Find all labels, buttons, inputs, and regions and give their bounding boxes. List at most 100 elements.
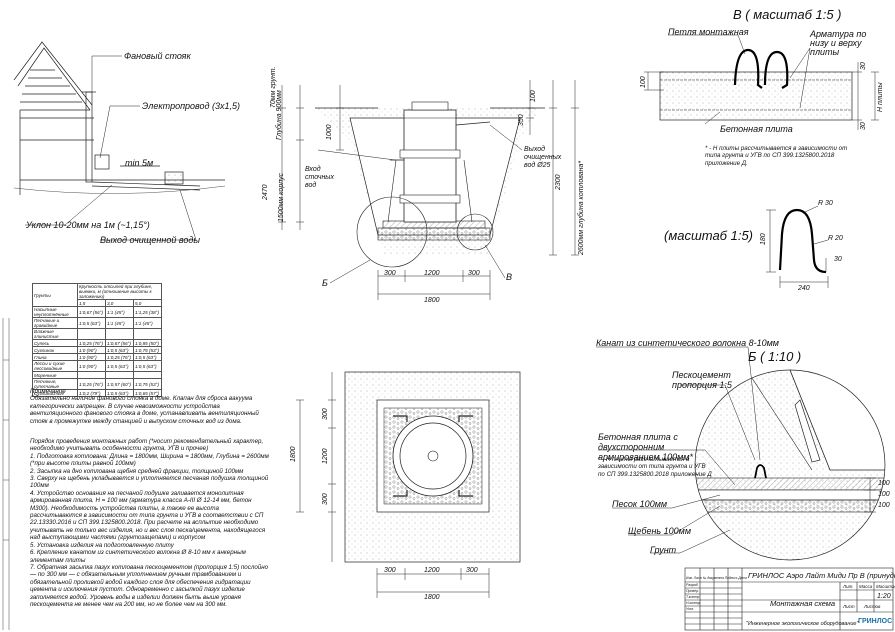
radius-30: R 30 (818, 200, 833, 207)
install-step: 3. Сверху на щебень укладывается и уплот… (30, 475, 269, 490)
plan-dim-300-a: 300 (322, 408, 329, 420)
detail-b-note: * - H плиты рассчитывается в зависимости… (598, 456, 712, 478)
detail-v-dim-100: 100 (640, 76, 647, 88)
stamp-sheets: Листов (864, 604, 881, 609)
plan-dim-1800-v: 1800 (290, 446, 297, 462)
stamp-sheet: Лист (843, 604, 855, 609)
sand-cement-label: Пескоцемент пропорция 1:5 (672, 370, 732, 390)
install-step: 7. Обратная засыпка пазух котлована песк… (30, 563, 269, 608)
rebar-label: Арматура по низу и верху плиты (810, 29, 867, 57)
dim-1000: 1000 (326, 124, 333, 140)
soil-label: Грунт (650, 545, 677, 555)
stamp-scale: 1:20 (877, 593, 891, 600)
dim-1800: 1800 (424, 297, 440, 304)
install-intro: Порядок проведения монтажных работ (*нос… (30, 438, 264, 453)
vent-riser-label: Фановый стояк (124, 51, 191, 61)
plate-height-label: H плиты (877, 82, 884, 112)
sand-label: Песок 100мм (612, 499, 668, 509)
dim-body: 1500мм корпус (278, 172, 285, 222)
plan-dim-1200: 1200 (322, 448, 329, 464)
outlet-section-label: Выход очищенных вод Ø25 (524, 146, 562, 169)
min-length-label: min 5м (125, 158, 154, 168)
stamp-product: ГРИНЛОС Аэро Лайт Миди Пр В (принудитель… (748, 571, 895, 580)
plan-view (296, 371, 521, 598)
dim-350: 350 (518, 114, 525, 126)
detail-v-note: * - H плиты рассчитывается в зависимости… (705, 145, 848, 167)
stamp-company: "Инженерное экологическое оборудование" (746, 621, 859, 627)
plan-dim-1800-h: 1800 (424, 594, 440, 601)
gravel-label: Щебень 100мм (628, 526, 692, 536)
dim-300-right: 300 (468, 270, 480, 277)
soil-subheader: 3,0 (104, 299, 134, 307)
loop-dim-240: 240 (798, 285, 810, 292)
house-sketch (13, 41, 226, 195)
loop-dim-30: 30 (834, 256, 842, 263)
radius-20: R 20 (828, 235, 843, 242)
soil-subheader: 1,5 (76, 299, 106, 307)
slope-label: Уклон 10-20мм на 1м (~1,15°) (26, 220, 150, 230)
dim-1200: 1200 (424, 270, 440, 277)
detail-v-title: В ( масштаб 1:5 ) (733, 7, 842, 22)
callout-b: Б (322, 278, 328, 288)
soil-header-type: Грунты (32, 283, 78, 307)
stamp-left-rows: Разраб. Провер. Т.контр. Н.контр. Утв. (686, 583, 701, 611)
dim-frost: Глубина 900мм (276, 90, 283, 140)
plate-b-label: Бетонная плита с двухсторонним армирован… (598, 432, 693, 462)
detail-v (644, 34, 879, 130)
notes-paragraph: Обязательно наличие фанового стояка в до… (30, 395, 259, 425)
install-step: 5. Установка изделия на подготовленную п… (30, 541, 174, 549)
concrete-plate-label: Бетонная плита (720, 124, 793, 134)
stamp-brand: ГРИНЛОС (858, 618, 893, 625)
notes-heading: Примечание (30, 388, 66, 395)
plan-dim-1200-h: 1200 (424, 567, 440, 574)
install-step: 2. Засыпка на дно котлована щебня средне… (30, 467, 244, 475)
stamp-col-mass: Масса (859, 584, 873, 589)
soil-subheader: 5,0 (132, 299, 163, 307)
loop-detail-title: (масштаб 1:5) (664, 228, 754, 243)
dim-300-left: 300 (384, 270, 396, 277)
install-step: 1. Подготовка котлована: Длина = 1800мм,… (30, 452, 269, 468)
power-line-label: Электропровод (3х1,5) (142, 101, 241, 111)
table-row: Моренные (32, 371, 163, 379)
detail-loop (766, 205, 829, 288)
sheet-margin (2, 318, 10, 630)
soil-slope-table: Грунты Крупность отсыпей при глубине, вы… (32, 283, 163, 397)
detail-b-title: Б ( 1:10 ) (748, 349, 802, 364)
detail-b (596, 346, 886, 561)
plan-dim-300-b: 300 (322, 493, 329, 505)
dim-2300: 2300 (555, 174, 562, 190)
install-step: 4. Устройство основания на песчаной поду… (30, 489, 266, 542)
dim-2600: 2600мм глубина котлована* (578, 160, 585, 255)
soil-header-slope: Крупность отсыпей при глубине, выемки, м… (76, 283, 163, 300)
install-step: 6. Крепление канатом из синтетического в… (30, 549, 246, 564)
notes-block: Примечание Обязательно наличие фанового … (30, 388, 272, 425)
stamp-col-lit: Лит. (843, 584, 854, 589)
section-view (278, 80, 579, 300)
loop-label: Петля монтажная (668, 27, 749, 37)
plan-dim-300-d: 300 (466, 567, 478, 574)
dim-100: 100 (530, 90, 537, 102)
stamp-header-row: Изм. Лист № документа Подпись Дата (686, 576, 747, 580)
inlet-label: Вход сточных вод (305, 166, 334, 189)
detail-b-dim-100-b: 100 (878, 491, 890, 498)
detail-b-dim-100-c: 100 (878, 502, 890, 509)
stamp-sheet-name: Монтажная схема (770, 599, 836, 608)
detail-v-dim-30-top: 30 (860, 62, 867, 70)
install-steps: Порядок проведения монтажных работ (*нос… (30, 438, 272, 608)
table-row: Влажные глинистые (32, 328, 163, 340)
detail-v-dim-30-bottom: 30 (860, 122, 867, 130)
dim-2470: 2470 (262, 184, 269, 200)
stamp-col-scale: Масштаб (876, 584, 895, 589)
rope-label: Канат из синтетического волокна 8-10мм (596, 338, 779, 348)
plan-dim-300-c: 300 (384, 567, 396, 574)
loop-dim-180: 180 (760, 233, 767, 245)
detail-b-dim-100-a: 100 (878, 480, 890, 487)
